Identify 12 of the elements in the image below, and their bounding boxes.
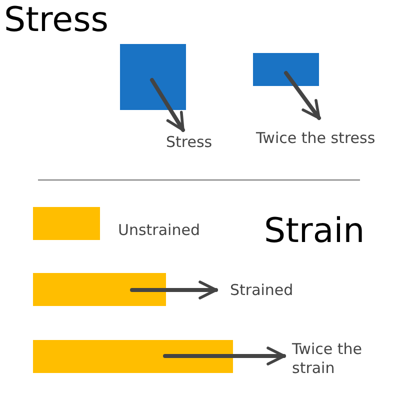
label: Stress: [166, 133, 214, 152]
title: Stress: [4, 0, 108, 40]
label: Twice the strain: [292, 340, 363, 378]
section-heading: Strain: [264, 211, 366, 251]
label: Strained: [230, 281, 294, 300]
strain-bar: [33, 273, 166, 306]
label: Unstrained: [118, 221, 201, 240]
strain-bar: [33, 207, 100, 240]
strain-bar: [33, 340, 233, 373]
label: Twice the stress: [256, 129, 376, 148]
stress-block: [120, 44, 186, 110]
stress-block: [253, 53, 319, 86]
